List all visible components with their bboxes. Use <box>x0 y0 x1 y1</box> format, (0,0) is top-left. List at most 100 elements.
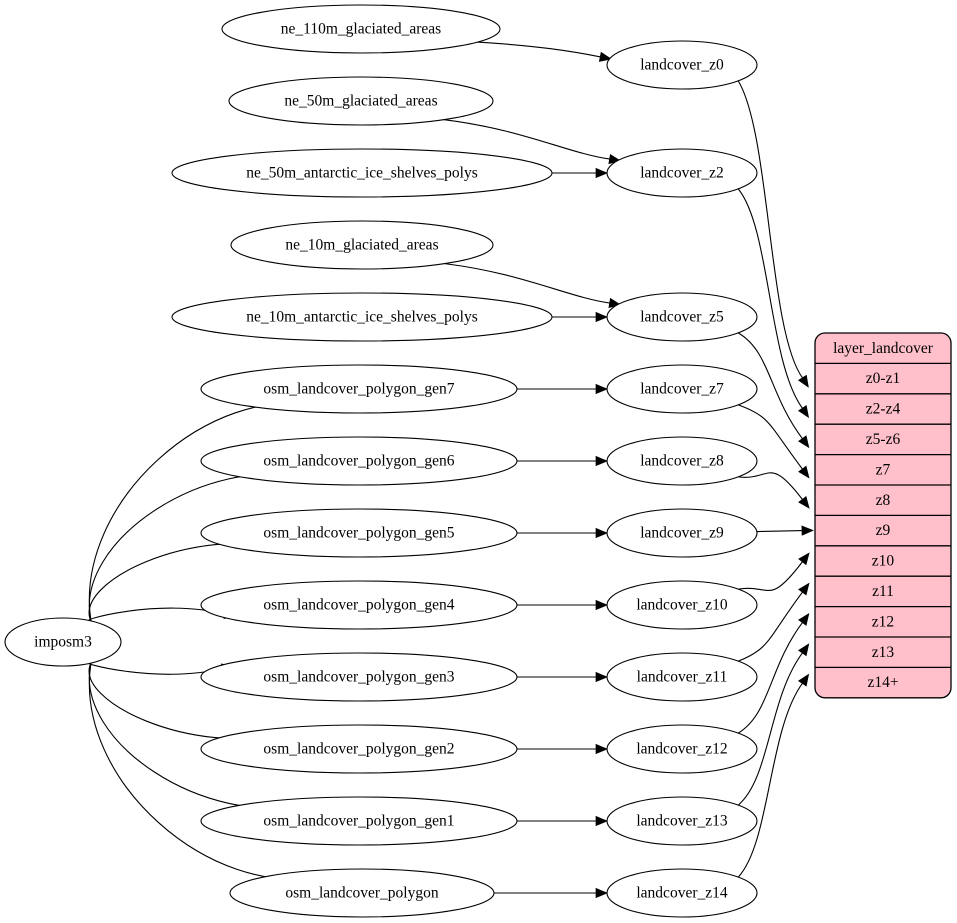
edge-arrowhead <box>798 495 810 509</box>
edge-arrowhead <box>798 582 810 596</box>
node-landcover_z11[interactable]: landcover_z11 <box>606 652 758 702</box>
edge-arrowhead <box>595 311 608 323</box>
edge-ne_110m_glaciated_areas-to-landcover_z0 <box>477 41 602 58</box>
node-shape-ne_110m_glaciated_areas <box>221 4 501 54</box>
node-landcover_z8[interactable]: landcover_z8 <box>606 436 758 486</box>
table-row-label-z13[interactable]: z13 <box>872 644 895 661</box>
node-label-ne_50m_glaciated_areas: ne_50m_glaciated_areas <box>284 93 437 110</box>
layer-landcover-table[interactable]: layer_landcover z0-z1 z2-z4 z5-z6 z7 z8 z9 z10 z… <box>814 332 952 699</box>
edge-landcover_z13-to-layer_landcover.z13 <box>737 651 804 806</box>
edge-arrowhead <box>595 527 608 539</box>
node-label-landcover_z11: landcover_z11 <box>637 669 728 686</box>
node-shape-landcover_z0 <box>606 40 758 90</box>
node-label-osm_landcover_polygon_gen3: osm_landcover_polygon_gen3 <box>263 669 454 686</box>
node-ne_50m_glaciated_areas[interactable]: ne_50m_glaciated_areas <box>228 76 494 126</box>
node-landcover_z9[interactable]: landcover_z9 <box>606 508 758 558</box>
node-ne_50m_antarctic_ice_shelves_polys[interactable]: ne_50m_antarctic_ice_shelves_polys <box>171 148 553 198</box>
node-shape-landcover_z9 <box>606 508 758 558</box>
node-shape-osm_landcover_polygon_gen7 <box>200 364 518 414</box>
edge-landcover_z2-to-layer_landcover.z2-z4 <box>737 188 804 410</box>
node-label-ne_110m_glaciated_areas: ne_110m_glaciated_areas <box>281 21 441 38</box>
edge-landcover_z5-to-layer_landcover.z5-z6 <box>737 332 804 440</box>
node-label-landcover_z9: landcover_z9 <box>640 525 724 542</box>
node-label-landcover_z2: landcover_z2 <box>640 165 724 182</box>
node-landcover_z13[interactable]: landcover_z13 <box>606 796 758 846</box>
node-shape-osm_landcover_polygon_gen2 <box>200 724 518 774</box>
edge-landcover_z9-to-layer_landcover.z9 <box>756 530 804 533</box>
node-label-landcover_z13: landcover_z13 <box>636 813 727 830</box>
node-osm_landcover_polygon_gen7[interactable]: osm_landcover_polygon_gen7 <box>200 364 518 414</box>
edge-landcover_z8-to-layer_landcover.z8 <box>738 472 804 501</box>
node-label-osm_landcover_polygon_gen5: osm_landcover_polygon_gen5 <box>263 525 454 542</box>
node-label-imposm3: imposm3 <box>34 634 92 651</box>
node-shape-osm_landcover_polygon_gen4 <box>200 580 518 630</box>
node-shape-osm_landcover_polygon_gen1 <box>200 796 518 846</box>
node-landcover_z5[interactable]: landcover_z5 <box>606 292 758 342</box>
node-shape-ne_50m_antarctic_ice_shelves_polys <box>171 148 553 198</box>
node-label-landcover_z8: landcover_z8 <box>640 453 724 470</box>
node-shape-osm_landcover_polygon_gen5 <box>200 508 518 558</box>
node-landcover_z7[interactable]: landcover_z7 <box>606 364 758 414</box>
node-label-osm_landcover_polygon: osm_landcover_polygon <box>285 885 439 902</box>
node-shape-landcover_z2 <box>606 148 758 198</box>
node-landcover_z12[interactable]: landcover_z12 <box>606 724 758 774</box>
node-shape-landcover_z12 <box>606 724 758 774</box>
node-landcover_z10[interactable]: landcover_z10 <box>606 580 758 630</box>
table-row-label-z14+[interactable]: z14+ <box>867 674 898 691</box>
table-row-label-z9[interactable]: z9 <box>876 522 891 539</box>
table-header-label: layer_landcover <box>833 340 934 357</box>
edge-landcover_z10-to-layer_landcover.z10 <box>738 560 804 592</box>
node-shape-landcover_z11 <box>606 652 758 702</box>
edge-arrowhead <box>798 435 810 449</box>
edge-landcover_z12-to-layer_landcover.z12 <box>737 621 804 734</box>
node-osm_landcover_polygon_gen1[interactable]: osm_landcover_polygon_gen1 <box>200 796 518 846</box>
table-row-label-z12[interactable]: z12 <box>872 613 894 630</box>
edge-arrowhead <box>595 455 608 467</box>
node-shape-landcover_z5 <box>606 292 758 342</box>
edge-arrowhead <box>798 465 810 479</box>
node-landcover_z14[interactable]: landcover_z14 <box>606 868 758 918</box>
edge-landcover_z14-to-layer_landcover.z14+ <box>737 682 804 878</box>
node-osm_landcover_polygon_gen3[interactable]: osm_landcover_polygon_gen3 <box>200 652 518 702</box>
edge-arrowhead <box>595 599 608 611</box>
node-label-osm_landcover_polygon_gen4: osm_landcover_polygon_gen4 <box>263 597 454 614</box>
node-label-landcover_z7: landcover_z7 <box>640 381 724 398</box>
table-row-label-z8[interactable]: z8 <box>876 492 891 509</box>
node-ne_10m_glaciated_areas[interactable]: ne_10m_glaciated_areas <box>230 220 494 270</box>
node-osm_landcover_polygon[interactable]: osm_landcover_polygon <box>229 868 495 918</box>
table-row-label-z10[interactable]: z10 <box>872 553 895 570</box>
node-landcover_z2[interactable]: landcover_z2 <box>606 148 758 198</box>
edge-arrowhead <box>595 671 608 683</box>
edge-arrowhead <box>595 383 608 395</box>
node-shape-imposm3 <box>4 617 122 667</box>
node-osm_landcover_polygon_gen4[interactable]: osm_landcover_polygon_gen4 <box>200 580 518 630</box>
node-ne_10m_antarctic_ice_shelves_polys[interactable]: ne_10m_antarctic_ice_shelves_polys <box>171 292 553 342</box>
node-landcover_z0[interactable]: landcover_z0 <box>606 40 758 90</box>
node-osm_landcover_polygon_gen2[interactable]: osm_landcover_polygon_gen2 <box>200 724 518 774</box>
edge-arrowhead <box>595 815 608 827</box>
node-shape-landcover_z7 <box>606 364 758 414</box>
node-ne_110m_glaciated_areas[interactable]: ne_110m_glaciated_areas <box>221 4 501 54</box>
table-row-label-z5-z6[interactable]: z5-z6 <box>866 431 901 448</box>
table-row-label-z11[interactable]: z11 <box>872 583 894 600</box>
table-row-label-z7[interactable]: z7 <box>876 461 891 478</box>
node-label-ne_10m_glaciated_areas: ne_10m_glaciated_areas <box>285 237 438 254</box>
node-shape-ne_10m_antarctic_ice_shelves_polys <box>171 292 553 342</box>
node-shape-osm_landcover_polygon <box>229 868 495 918</box>
edge-arrowhead <box>798 643 810 657</box>
node-shape-osm_landcover_polygon_gen6 <box>200 436 518 486</box>
node-shape-osm_landcover_polygon_gen3 <box>200 652 518 702</box>
node-osm_landcover_polygon_gen5[interactable]: osm_landcover_polygon_gen5 <box>200 508 518 558</box>
edge-arrowhead <box>801 525 814 536</box>
edge-arrowhead <box>797 673 810 687</box>
table-row-label-z0-z1[interactable]: z0-z1 <box>866 370 900 387</box>
node-shape-ne_10m_glaciated_areas <box>230 220 494 270</box>
node-label-osm_landcover_polygon_gen7: osm_landcover_polygon_gen7 <box>263 381 454 398</box>
node-osm_landcover_polygon_gen6[interactable]: osm_landcover_polygon_gen6 <box>200 436 518 486</box>
edge-ne_50m_glaciated_areas-to-landcover_z2 <box>444 119 611 160</box>
edge-arrowhead <box>595 167 608 179</box>
node-imposm3[interactable]: imposm3 <box>4 617 122 667</box>
table-row-label-z2-z4[interactable]: z2-z4 <box>866 401 901 418</box>
